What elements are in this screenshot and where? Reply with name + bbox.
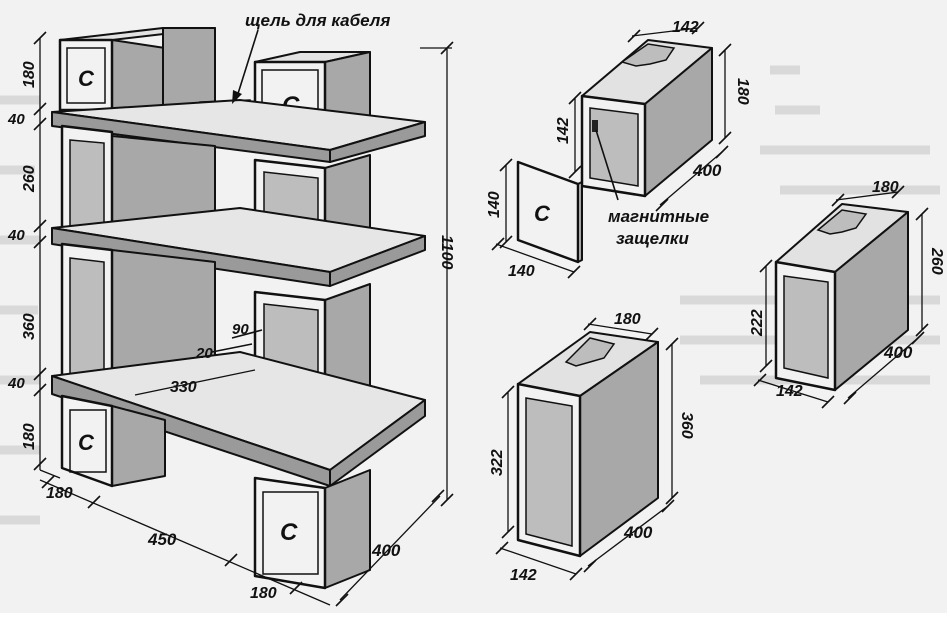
stand-total-height-dimension (420, 41, 454, 507)
dim-top-box-180: 180 (21, 61, 38, 88)
shelf-1 (51, 99, 426, 163)
dim-medium-top-180: 180 (872, 179, 899, 196)
dim-shelf-40-3: 40 (7, 375, 25, 392)
large-box-detail (495, 317, 679, 581)
dim-base-180-left: 180 (46, 485, 73, 502)
latch-label-line2: защелки (616, 229, 689, 248)
dim-total-height-1100: 1100 (438, 235, 455, 270)
dim-height-360: 360 (21, 313, 38, 340)
dim-large-depth-400: 400 (623, 523, 653, 542)
inner-20-leader (211, 343, 253, 353)
dim-base-450: 450 (147, 530, 177, 549)
dim-small-top-142: 142 (672, 19, 699, 36)
dim-base-180-right: 180 (250, 585, 277, 602)
dim-large-top-180: 180 (614, 311, 641, 328)
cable-slot-pointer (235, 29, 259, 101)
dim-large-height-360: 360 (678, 412, 695, 439)
door-letter-1: C (78, 66, 95, 91)
dim-medium-height-260: 260 (928, 247, 945, 275)
dim-bottom-box-180: 180 (21, 423, 38, 450)
shelf-2 (51, 207, 426, 287)
small-box-detail (568, 21, 732, 212)
dim-medium-inner-222: 222 (749, 309, 766, 337)
dim-small-height-180: 180 (734, 78, 751, 105)
stand-left-dimension (33, 31, 47, 471)
dim-large-width-142: 142 (510, 567, 537, 584)
latch-pointer (595, 129, 619, 201)
assembled-stand: C C (7, 11, 455, 607)
dim-door-height-140: 140 (486, 191, 503, 218)
cable-slot-label: щель для кабеля (245, 11, 390, 30)
dim-large-inner-322: 322 (489, 449, 506, 476)
door-panel-detail: C (491, 158, 583, 279)
dim-inner-330: 330 (170, 379, 197, 396)
door-letter-4: C (280, 519, 298, 546)
door-letter-5: C (534, 201, 551, 226)
door-letter-3: C (78, 430, 95, 455)
dim-door-width-140: 140 (508, 263, 535, 280)
latch-label-line1: магнитные (608, 207, 709, 226)
magnet-latch (592, 120, 598, 132)
dim-inner-90: 90 (232, 321, 249, 338)
stand-base-dimensions (39, 469, 445, 607)
dim-medium-depth-400: 400 (883, 343, 913, 362)
dim-shelf-40-2: 40 (7, 227, 25, 244)
dim-shelf-40-1: 40 (7, 111, 25, 128)
dim-inner-20: 20 (195, 345, 213, 362)
bottom-right-box: C (253, 469, 371, 590)
shelf-3 (51, 351, 426, 487)
inner-90-leader (231, 329, 263, 339)
top-left-box: C (58, 27, 216, 123)
inner-330-line (134, 369, 256, 396)
dim-small-depth-400: 400 (692, 161, 722, 180)
medium-box-detail (753, 185, 929, 409)
dim-medium-width-142: 142 (776, 383, 803, 400)
dim-height-260: 260 (21, 165, 38, 193)
dim-small-inner-142: 142 (555, 117, 572, 144)
lower-left-box (60, 242, 216, 394)
dim-depth-400: 400 (371, 541, 401, 560)
bottom-left-box: C (60, 394, 166, 488)
cable-slot-arrowhead (232, 90, 242, 104)
